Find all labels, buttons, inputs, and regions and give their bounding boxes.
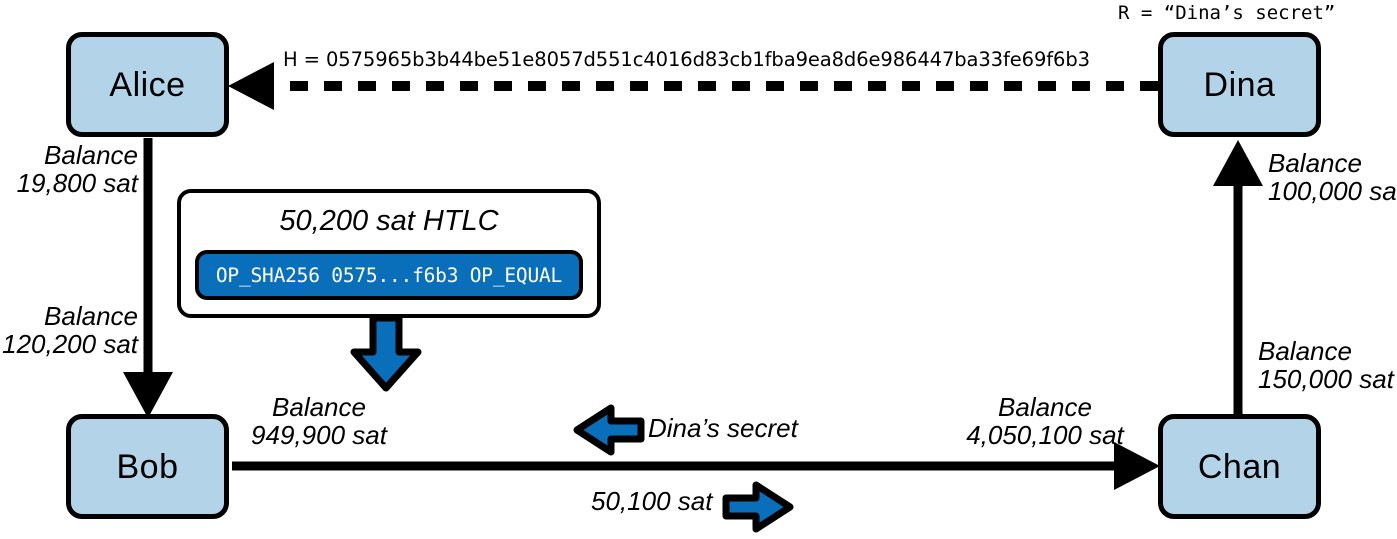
htlc-title: 50,200 sat HTLC — [279, 205, 499, 237]
balance-bob-label: Balance 949,900 sat — [251, 392, 387, 450]
node-chan[interactable]: Chan — [1158, 414, 1321, 519]
node-dina-label: Dina — [1203, 65, 1276, 104]
secret-preimage-label: R = “Dina’s secret” — [1118, 2, 1336, 24]
node-bob-label: Bob — [116, 447, 179, 486]
node-bob[interactable]: Bob — [66, 414, 229, 519]
htlc-script-text: OP_SHA256 0575...f6b3 OP_EQUAL — [215, 263, 563, 287]
htlc-apply-down-arrow — [350, 314, 422, 392]
payment-hash-label: H = 0575965b3b44be51e8057d551c4016d83cb1… — [283, 48, 1090, 71]
alice-to-bob-arrow — [123, 138, 173, 418]
dina-to-alice-dashed-arrow — [228, 62, 1158, 110]
bob-to-chan-channel-line — [232, 442, 1160, 490]
balance-bob-in-alice-channel-label: Balance 120,200 sat — [2, 301, 138, 359]
node-chan-label: Chan — [1197, 447, 1282, 486]
payment-forward-label: 50,100 sat — [591, 486, 713, 516]
htlc-script-box[interactable]: OP_SHA256 0575...f6b3 OP_EQUAL — [195, 250, 583, 300]
secret-reveal-left-arrow — [573, 404, 645, 456]
node-alice-label: Alice — [109, 65, 186, 104]
chan-to-dina-arrow — [1213, 140, 1263, 418]
payment-forward-right-arrow — [722, 481, 794, 533]
balance-dina-label: Balance 100,000 sat — [1268, 148, 1397, 206]
balance-alice-label: Balance 19,800 sat — [16, 140, 138, 198]
balance-chan-label: Balance 4,050,100 sat — [966, 392, 1124, 450]
node-dina[interactable]: Dina — [1158, 32, 1321, 137]
balance-chan-upper-channel-label: Balance 150,000 sat — [1258, 336, 1394, 394]
secret-reveal-label: Dina’s secret — [648, 413, 798, 443]
htlc-panel[interactable]: 50,200 sat HTLC OP_SHA256 0575...f6b3 OP… — [177, 189, 601, 318]
node-alice[interactable]: Alice — [66, 32, 229, 137]
